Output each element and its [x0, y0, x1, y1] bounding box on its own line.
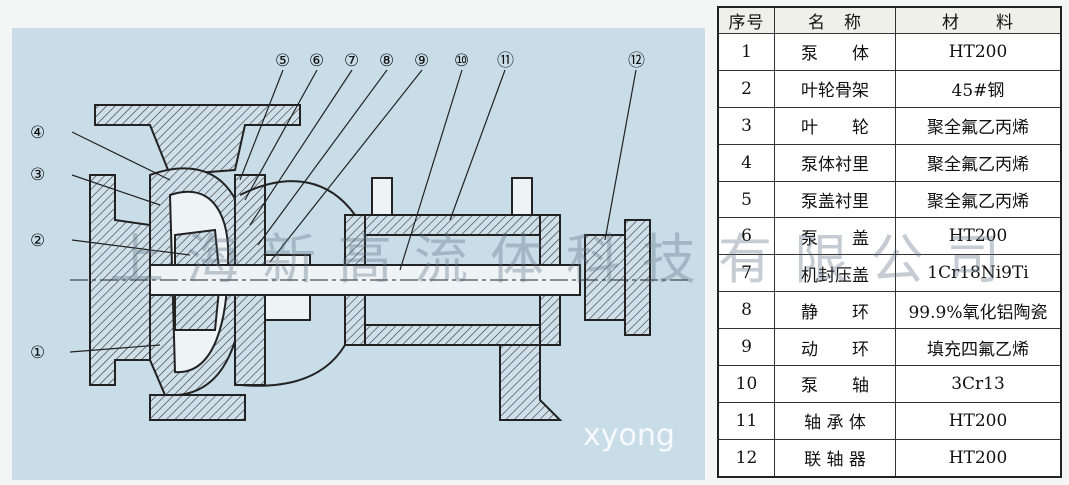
callout-3: ③ — [30, 165, 45, 185]
cell-name: 叶轮骨架 — [774, 69, 896, 108]
cell-no: 10 — [717, 365, 775, 403]
leader-lines — [69, 69, 637, 353]
cell-name: 机封压盖 — [774, 254, 896, 293]
cell-no: 4 — [717, 143, 775, 182]
callout-8: ⑧ — [379, 51, 394, 71]
cell-material: HT200 — [895, 401, 1062, 440]
pump-cross-section-drawing: ① ② ③ ④ ⑤ ⑥ ⑦ ⑧ ⑨ ⑩ ⑪ ⑫ — [12, 28, 705, 480]
callout-5: ⑤ — [275, 51, 290, 71]
callout-7: ⑦ — [344, 51, 359, 71]
cell-name: 泵体衬里 — [774, 143, 896, 182]
cell-no: 9 — [717, 328, 775, 367]
header-name: 名 称 — [774, 6, 896, 34]
cell-no: 1 — [717, 33, 775, 71]
cell-material: HT200 — [895, 438, 1062, 478]
cell-name: 泵 体 — [774, 33, 896, 71]
callout-4: ④ — [30, 123, 45, 143]
cell-material: 聚全氟乙丙烯 — [895, 106, 1062, 145]
callout-9: ⑨ — [414, 51, 429, 71]
callout-labels: ① ② ③ ④ ⑤ ⑥ ⑦ ⑧ ⑨ ⑩ ⑪ ⑫ — [30, 51, 645, 363]
cell-name: 联 轴 器 — [774, 438, 896, 478]
cell-no: 6 — [717, 217, 775, 256]
cell-material: HT200 — [895, 33, 1062, 71]
cell-name: 泵 盖 — [774, 217, 896, 256]
cell-material: 聚全氟乙丙烯 — [895, 143, 1062, 182]
cell-no: 3 — [717, 106, 775, 145]
cell-material: 3Cr13 — [895, 365, 1062, 403]
header-material: 材 料 — [895, 6, 1062, 34]
table-header-row: 序号 名 称 材 料 — [717, 6, 1062, 34]
cell-name: 叶 轮 — [774, 106, 896, 145]
cell-material: 99.9%氧化铝陶瓷 — [895, 291, 1062, 330]
cell-no: 7 — [717, 254, 775, 293]
callout-6: ⑥ — [309, 51, 324, 71]
callout-12: ⑫ — [628, 51, 645, 71]
cell-material: 1Cr18Ni9Ti — [895, 254, 1062, 293]
cell-no: 11 — [717, 401, 775, 440]
cell-material: 填充四氟乙烯 — [895, 328, 1062, 367]
cell-material: 聚全氟乙丙烯 — [895, 180, 1062, 219]
cell-name: 泵 轴 — [774, 365, 896, 403]
cell-no: 8 — [717, 291, 775, 330]
callout-2: ② — [30, 231, 45, 251]
cell-name: 轴 承 体 — [774, 401, 896, 440]
callout-10: ⑩ — [454, 51, 469, 71]
cell-name: 动 环 — [774, 328, 896, 367]
cell-name: 静 环 — [774, 291, 896, 330]
cell-no: 12 — [717, 438, 775, 478]
callout-11: ⑪ — [497, 51, 514, 71]
header-no: 序号 — [717, 6, 775, 34]
callout-1: ① — [30, 343, 45, 363]
cell-no: 2 — [717, 69, 775, 108]
cell-no: 5 — [717, 180, 775, 219]
cell-material: 45#钢 — [895, 69, 1062, 108]
cell-name: 泵盖衬里 — [774, 180, 896, 219]
cell-material: HT200 — [895, 217, 1062, 256]
